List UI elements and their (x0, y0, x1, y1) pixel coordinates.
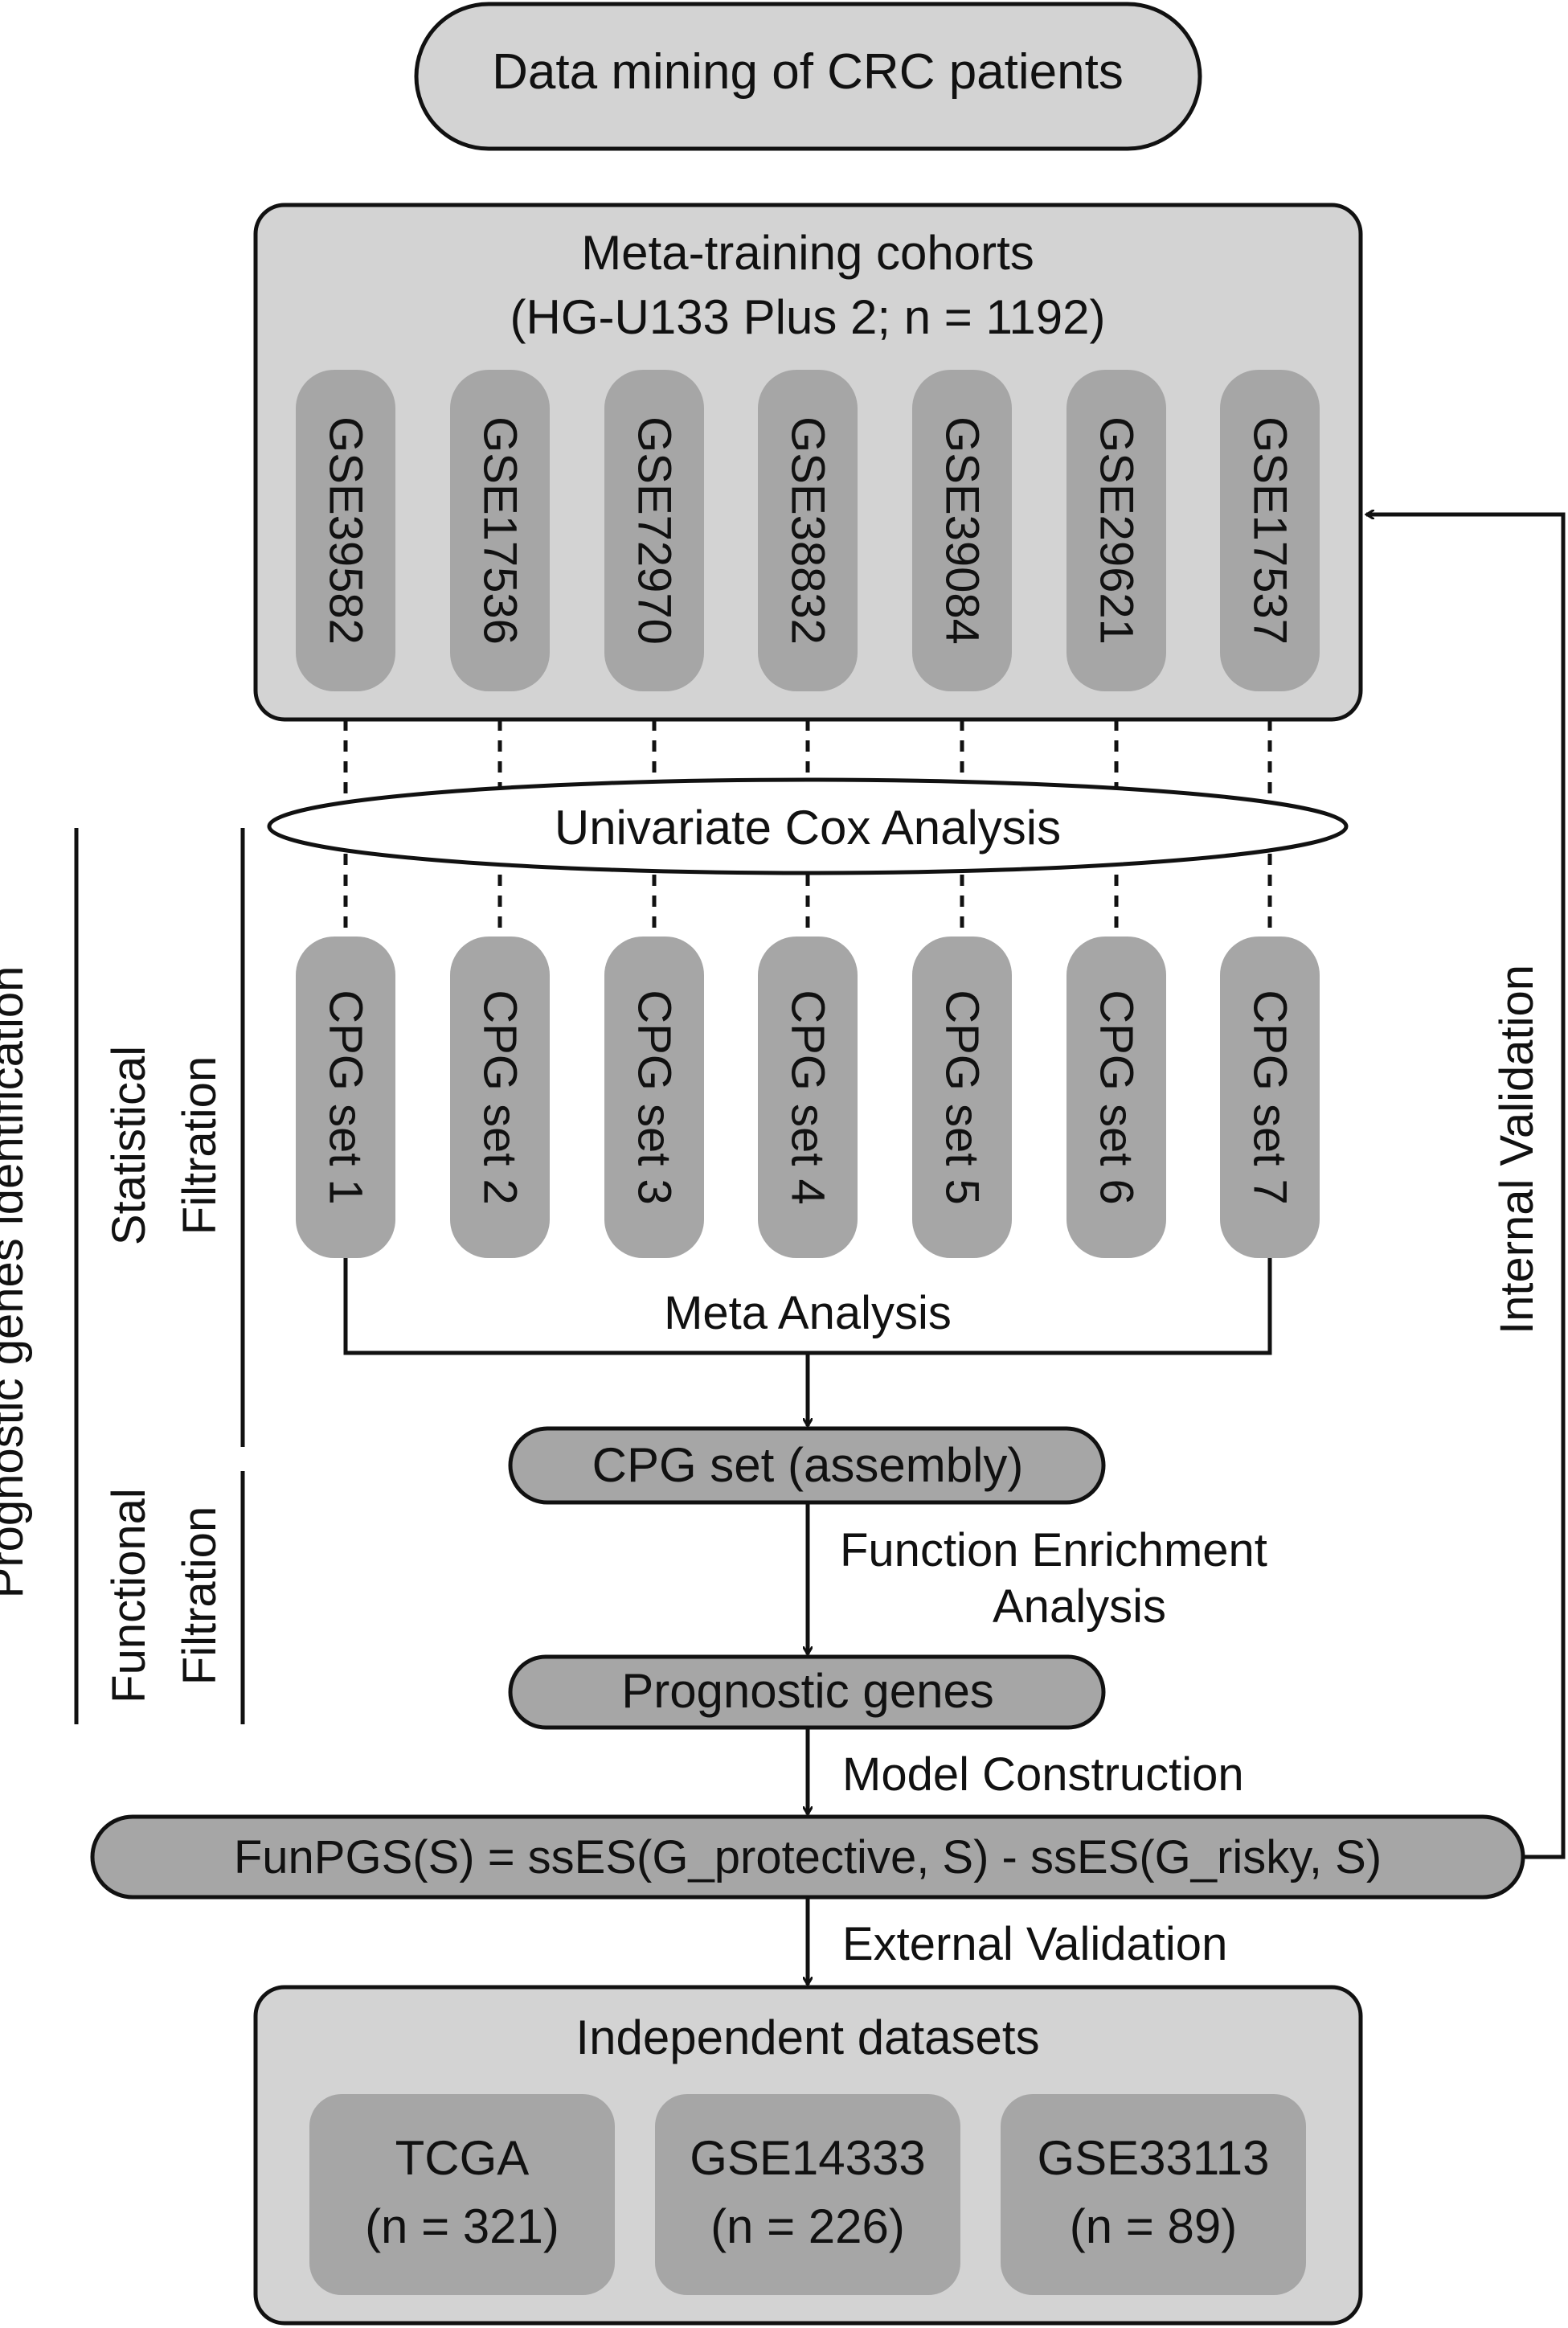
dataset-box (309, 2094, 615, 2295)
cpg-set-label: CPG set 5 (936, 990, 989, 1205)
cohort-pill (450, 370, 550, 691)
dataset-name: TCGA (395, 2131, 530, 2185)
side-label-statistical-2: Filtration (174, 1056, 226, 1235)
side-label-statistical: Statistical (103, 1046, 155, 1245)
meta-training-subtitle: (HG-U133 Plus 2; n = 1192) (510, 290, 1106, 344)
side-label-functional: Functional (103, 1488, 155, 1703)
cpg-set-label: CPG set 1 (320, 990, 372, 1205)
cohort-label: GSE39084 (936, 416, 989, 645)
dataset-box (1001, 2094, 1306, 2295)
cpg-set-label: CPG set 6 (1091, 990, 1143, 1205)
dataset-name: GSE33113 (1037, 2131, 1269, 2185)
side-label-main: Prognostic genes identification (0, 966, 33, 1599)
cpg-set-label: CPG set 7 (1244, 990, 1296, 1205)
cohort-pill (1220, 370, 1320, 691)
dataset-n: (n = 89) (1070, 2199, 1237, 2253)
cohort-label: GSE29621 (1091, 416, 1143, 645)
external-validation-label: External Validation (842, 1918, 1227, 1970)
cpg-set-pill (912, 937, 1012, 1258)
cpg-set-pills: CPG set 1 CPG set 2 CPG set 3 CPG set 4 CPG … (296, 937, 1320, 1258)
side-label-functional-2: Filtration (174, 1506, 226, 1685)
cpg-set-pill (296, 937, 395, 1258)
cohort-pill (1066, 370, 1166, 691)
dataset-n: (n = 321) (365, 2199, 559, 2253)
cohort-label: GSE17537 (1244, 416, 1296, 645)
univariate-cox-label: Univariate Cox Analysis (555, 801, 1061, 855)
cpg-set-pill (604, 937, 704, 1258)
univariate-cox-ellipse (267, 777, 1349, 875)
prognostic-genes-label: Prognostic genes (621, 1664, 994, 1718)
top-title-box (414, 2, 1202, 151)
function-enrichment-line1: Function Enrichment (840, 1524, 1267, 1576)
cpg-set-pill (450, 937, 550, 1258)
cohort-pill (296, 370, 395, 691)
cohort-pills: GSE39582 GSE17536 GSE72970 GSE38832 GSE39084… (296, 370, 1320, 691)
cohort-label: GSE17536 (474, 416, 526, 645)
meta-analysis-label: Meta Analysis (664, 1287, 952, 1339)
cohort-label: GSE39582 (320, 416, 372, 645)
cpg-set-pill (1066, 937, 1166, 1258)
top-title: Data mining of CRC patients (492, 44, 1124, 100)
dataset-boxes: TCGA (n = 321) GSE14333 (n = 226) GSE33113 (n… (309, 2094, 1306, 2295)
independent-datasets-title: Independent datasets (575, 2010, 1039, 2064)
dataset-n: (n = 226) (710, 2199, 905, 2253)
function-enrichment-line2: Analysis (993, 1580, 1166, 1633)
internal-validation-label: Internal Validation (1491, 965, 1543, 1334)
cpg-set-pill (758, 937, 858, 1258)
formula-label: FunPGS(S) = ssES(G_protective, S) - ssES… (234, 1831, 1382, 1883)
internal-validation-loop (1366, 514, 1566, 1859)
cohort-label: GSE72970 (628, 416, 681, 645)
cpg-set-label: CPG set 3 (628, 990, 681, 1205)
cohort-pill (604, 370, 704, 691)
cohort-pill (912, 370, 1012, 691)
cpg-assembly-label: CPG set (assembly) (592, 1438, 1024, 1492)
cohort-pill (758, 370, 858, 691)
dataset-name: GSE14333 (690, 2131, 926, 2185)
model-construction-label: Model Construction (842, 1748, 1244, 1801)
dataset-box (655, 2094, 960, 2295)
cpg-set-label: CPG set 4 (782, 990, 834, 1205)
meta-training-title: Meta-training cohorts (581, 226, 1034, 280)
cpg-set-label: CPG set 2 (474, 990, 526, 1205)
cohort-label: GSE38832 (782, 416, 834, 645)
cpg-set-pill (1220, 937, 1320, 1258)
